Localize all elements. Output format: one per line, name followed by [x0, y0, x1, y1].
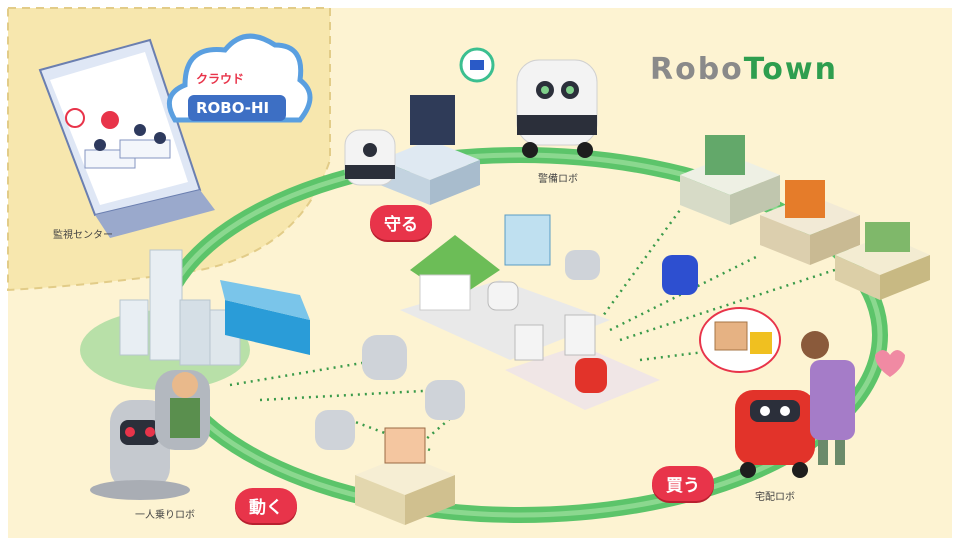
security-robot-large [516, 59, 598, 158]
customer-woman [801, 331, 905, 465]
shops [680, 135, 930, 300]
security-area [380, 47, 495, 205]
cloud-robo-hi [166, 33, 313, 123]
blue-delivery-robot [662, 255, 698, 295]
small-rider-robots [315, 250, 607, 450]
monitoring-center-caption: 監視センター [53, 228, 113, 241]
monitoring-center [38, 38, 215, 238]
cloud-label-line1: クラウド [196, 72, 245, 86]
security-robot-small [344, 129, 396, 186]
label-protect: 守る [370, 205, 432, 240]
logo-part-town: Town [743, 52, 838, 87]
single-rider-robot-caption: 一人乗りロボ [135, 510, 195, 521]
park-kiosk [355, 427, 455, 525]
single-rider-robot [90, 370, 210, 500]
label-buy: 買う [652, 466, 714, 501]
city-buildings [80, 249, 310, 390]
delivery-robot-caption: 宅配ロボ [755, 492, 795, 503]
cloud-label-line2: ROBO-HI [196, 99, 270, 117]
label-move: 動く [235, 488, 297, 523]
residential-center [400, 214, 660, 410]
package-bubble [699, 307, 781, 373]
security-robot-caption: 警備ロボ [538, 174, 578, 185]
robotown-logo: RoboTown [650, 52, 838, 87]
delivery-robot [735, 390, 815, 478]
logo-part-robo: Robo [650, 52, 744, 87]
